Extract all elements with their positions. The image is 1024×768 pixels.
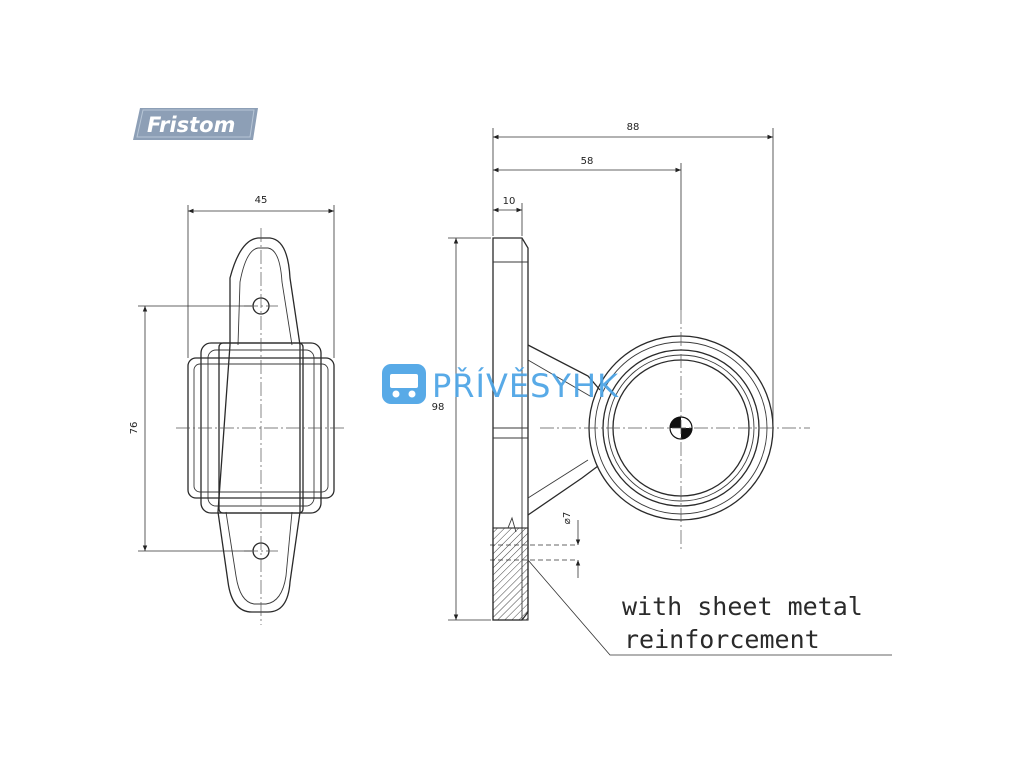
neck bbox=[527, 344, 601, 391]
dim-side-total-length: 88 bbox=[627, 122, 640, 133]
front-view: 45 76 bbox=[129, 195, 346, 625]
dim-front-width: 45 bbox=[255, 195, 268, 206]
watermark-text: PŘÍVĚSYHK bbox=[432, 367, 619, 405]
watermark: PŘÍVĚSYHK bbox=[382, 364, 619, 405]
dim-side-base-thickness: 10 bbox=[503, 196, 516, 207]
side-view: 88 58 10 98 ⌀7 bbox=[432, 122, 892, 656]
note-leader bbox=[527, 559, 892, 656]
front-outline bbox=[217, 237, 301, 613]
logo-text: Fristom bbox=[147, 113, 235, 137]
dim-side-center-offset: 58 bbox=[581, 156, 594, 167]
trailer-icon bbox=[382, 364, 426, 404]
hatched-section bbox=[492, 527, 529, 621]
dim-hole-diameter: ⌀7 bbox=[562, 512, 573, 524]
dim-front-hole-spacing: 76 bbox=[129, 422, 140, 435]
reinforcement-note: with sheet metal reinforcement bbox=[622, 592, 863, 654]
fristom-logo: Fristom bbox=[133, 108, 258, 140]
dim-side-height: 98 bbox=[432, 402, 445, 413]
note-line-1: with sheet metal bbox=[622, 592, 863, 621]
note-line-2: reinforcement bbox=[624, 625, 820, 654]
